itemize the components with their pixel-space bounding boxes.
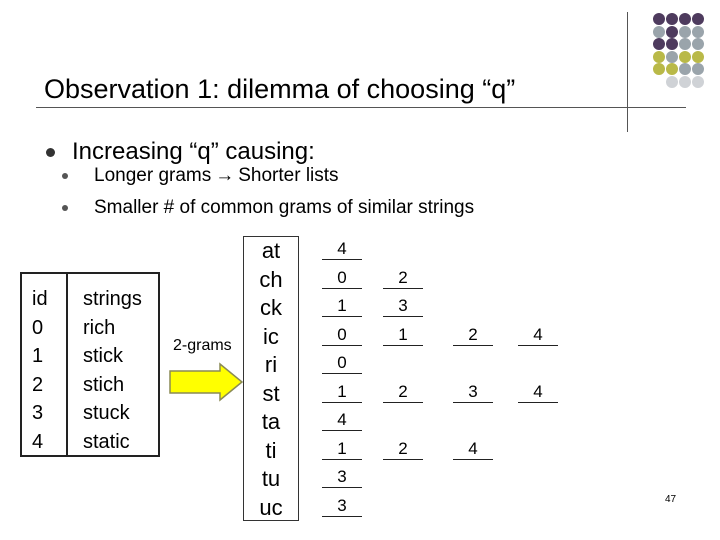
decorative-dot [653, 63, 665, 75]
decorative-dot [692, 63, 704, 75]
list-item: 0 [322, 325, 362, 346]
decorative-dot [679, 63, 691, 75]
strings-column: strings rich stick stich stuck static [83, 285, 142, 456]
bullet-dot-icon [46, 147, 55, 157]
decorative-dot [666, 63, 678, 75]
gram-item: ck [260, 295, 282, 320]
bullet-dot-icon [62, 173, 68, 179]
sub-bullet-2-text: Smaller # of common grams of similar str… [94, 197, 475, 218]
gram-item: st [262, 380, 280, 406]
decorative-dot [679, 25, 691, 38]
list-item: 3 [322, 467, 362, 488]
decorative-dot [692, 75, 704, 88]
table-cell-id: 3 [32, 402, 44, 424]
gram-item: ic [263, 323, 279, 349]
list-item: 2 [383, 439, 423, 460]
right-arrow-icon: → [215, 165, 235, 186]
list-item: 1 [322, 382, 362, 403]
decorative-dot [666, 25, 678, 38]
gram-item: ta [261, 409, 281, 434]
id-column: id 0 1 2 3 4 [32, 285, 48, 456]
decorative-dot [653, 38, 665, 50]
decorative-dot [679, 50, 691, 63]
decorative-dot [653, 50, 665, 63]
table-cell-id: 0 [32, 316, 44, 339]
list-item: 3 [453, 382, 493, 403]
id-header: id [32, 288, 48, 310]
sub-bullet-2: Smaller # of common grams of similar str… [62, 197, 474, 219]
list-item: 2 [383, 268, 423, 289]
title-underline [36, 107, 686, 108]
decorative-dot [679, 38, 691, 50]
list-item: 4 [322, 410, 362, 431]
table-cell-id: 2 [32, 373, 44, 396]
list-item: 1 [383, 325, 423, 346]
sub-bullet-1: Longer grams → Shorter lists [62, 165, 339, 187]
decorative-dot [692, 13, 704, 25]
decorative-dot [666, 50, 678, 63]
strings-header: strings [83, 288, 142, 310]
list-item: 4 [518, 382, 558, 403]
block-arrow-icon [169, 362, 244, 402]
list-item: 1 [322, 296, 362, 317]
list-item: 4 [322, 239, 362, 260]
gram-item: at [261, 238, 281, 263]
gram-item: uc [259, 494, 283, 520]
bullet-dot-icon [62, 205, 68, 211]
decorative-dot [679, 13, 691, 25]
decorative-dot [653, 25, 665, 38]
decorative-dot [666, 13, 678, 25]
list-item: 2 [383, 382, 423, 403]
table-cell-id: 4 [32, 430, 44, 453]
gram-item: ri [264, 352, 278, 377]
main-bullet: Increasing “q” causing: [46, 138, 315, 166]
table-cell-string: stick [83, 345, 123, 367]
main-bullet-text: Increasing “q” causing: [72, 138, 315, 165]
decorative-dot [692, 50, 704, 63]
slide-title: Observation 1: dilemma of choosing “q” [44, 74, 516, 104]
decorative-dot [666, 38, 678, 50]
decorative-vertical-line [627, 12, 628, 132]
decorative-dot-grid [653, 13, 713, 93]
list-item: 3 [383, 296, 423, 317]
list-item: 0 [322, 353, 362, 374]
table-divider [66, 274, 68, 455]
grams-label: 2-grams [173, 337, 232, 354]
grams-column: at ch ck ic ri st ta ti tu uc [243, 236, 299, 521]
list-item: 1 [322, 439, 362, 460]
decorative-dot [679, 75, 691, 88]
sub-bullet-1-left: Longer grams [94, 165, 212, 186]
decorative-dot [692, 38, 704, 50]
sub-bullet-1-right: Shorter lists [238, 165, 339, 186]
table-cell-string: stuck [83, 402, 130, 424]
list-item: 4 [518, 325, 558, 346]
decorative-dot [653, 13, 665, 25]
list-item: 2 [453, 325, 493, 346]
list-item: 0 [322, 268, 362, 289]
strings-table: id 0 1 2 3 4 strings rich stick stich st… [20, 272, 160, 457]
list-item: 3 [322, 496, 362, 517]
table-cell-string: static [83, 430, 130, 453]
page-number: 47 [665, 494, 677, 505]
gram-item: ch [259, 266, 283, 292]
table-cell-string: rich [83, 316, 116, 339]
gram-item: tu [261, 466, 281, 491]
list-item: 4 [453, 439, 493, 460]
gram-item: ti [265, 437, 277, 463]
decorative-dot [666, 75, 678, 88]
decorative-dot [692, 25, 704, 38]
table-cell-string: stich [83, 373, 125, 396]
table-cell-id: 1 [32, 345, 44, 367]
